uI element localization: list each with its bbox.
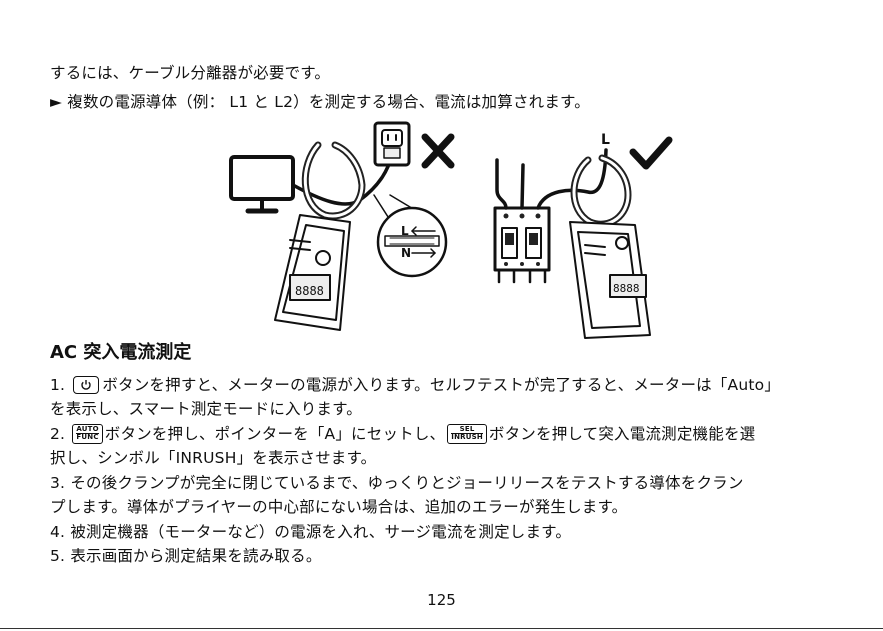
bottom-divider <box>0 628 883 629</box>
step-3-line-b: プします。導体がプライヤーの中心部にない場合は、追加のエラーが発生します。 <box>50 498 628 516</box>
cable-zoom-detail <box>376 206 448 278</box>
step-1-text-a: ボタンを押すと、メーターの電源が入ります。セルフテストが完了すると、メーターは「… <box>102 376 781 394</box>
step-1-line-a: 1. ボタンを押すと、メーターの電源が入ります。セルフテストが完了すると、メータ… <box>50 373 780 395</box>
clamp-meter-right: 8888 <box>569 154 651 339</box>
step-1-prefix: 1. <box>50 376 71 394</box>
check-mark-icon <box>629 136 673 170</box>
step-5-line: 5. 表示画面から測定結果を読み取る。 <box>50 547 322 565</box>
sel-key-bottom: INRUSH <box>451 433 483 441</box>
bullet-marker: ► <box>50 93 63 111</box>
page-number: 125 <box>427 591 456 609</box>
step-2-prefix: 2. <box>50 425 71 443</box>
section-heading: AC 突入電流測定 <box>50 342 192 363</box>
step-2-text-a: ボタンを押し、ポインターを「A」にセットし、 <box>104 425 446 443</box>
monitor-icon <box>229 155 295 214</box>
svg-text:8888: 8888 <box>613 282 640 295</box>
label-N-left: N <box>401 246 411 260</box>
step-1-line-b: を表示し、スマート測定モードに入ります。 <box>50 400 362 418</box>
step-3-line-a: 3. その後クランプが完全に閉じているまで、ゆっくりとジョーリリースをテストする… <box>50 474 744 492</box>
label-L-left: L <box>401 224 409 238</box>
step-2-text-b: ボタンを押して突入電流測定機能を選 <box>488 425 756 443</box>
intro-line-1: するには、ケーブル分離器が必要です。 <box>50 64 331 82</box>
clamp-meter-illustration: 8888 <box>229 121 673 339</box>
intro-line-2: ► 複数の電源導体（例： L1 と L2）を測定する場合、電流は加算されます。 <box>50 90 590 112</box>
power-button-icon <box>73 375 100 394</box>
circuit-breaker-icon <box>493 206 551 284</box>
label-L-right: L <box>601 132 610 148</box>
step-4-line: 4. 被測定機器（モーターなど）の電源を入れ、サージ電流を測定します。 <box>50 523 572 541</box>
auto-key-top: AUTO <box>76 424 99 434</box>
cross-mark-icon <box>421 133 455 169</box>
sel-key-top: SEL <box>451 425 483 434</box>
intro-line-2-text: 複数の電源導体（例： L1 と L2）を測定する場合、電流は加算されます。 <box>67 93 590 111</box>
clamp-meter-left: 8888 <box>274 141 366 331</box>
step-2-line-c: 択し、シンボル「INRUSH」を表示させます。 <box>50 449 377 467</box>
auto-key-bottom: FUNC <box>76 433 99 441</box>
svg-text:8888: 8888 <box>295 284 324 298</box>
wall-outlet-icon <box>373 121 411 167</box>
